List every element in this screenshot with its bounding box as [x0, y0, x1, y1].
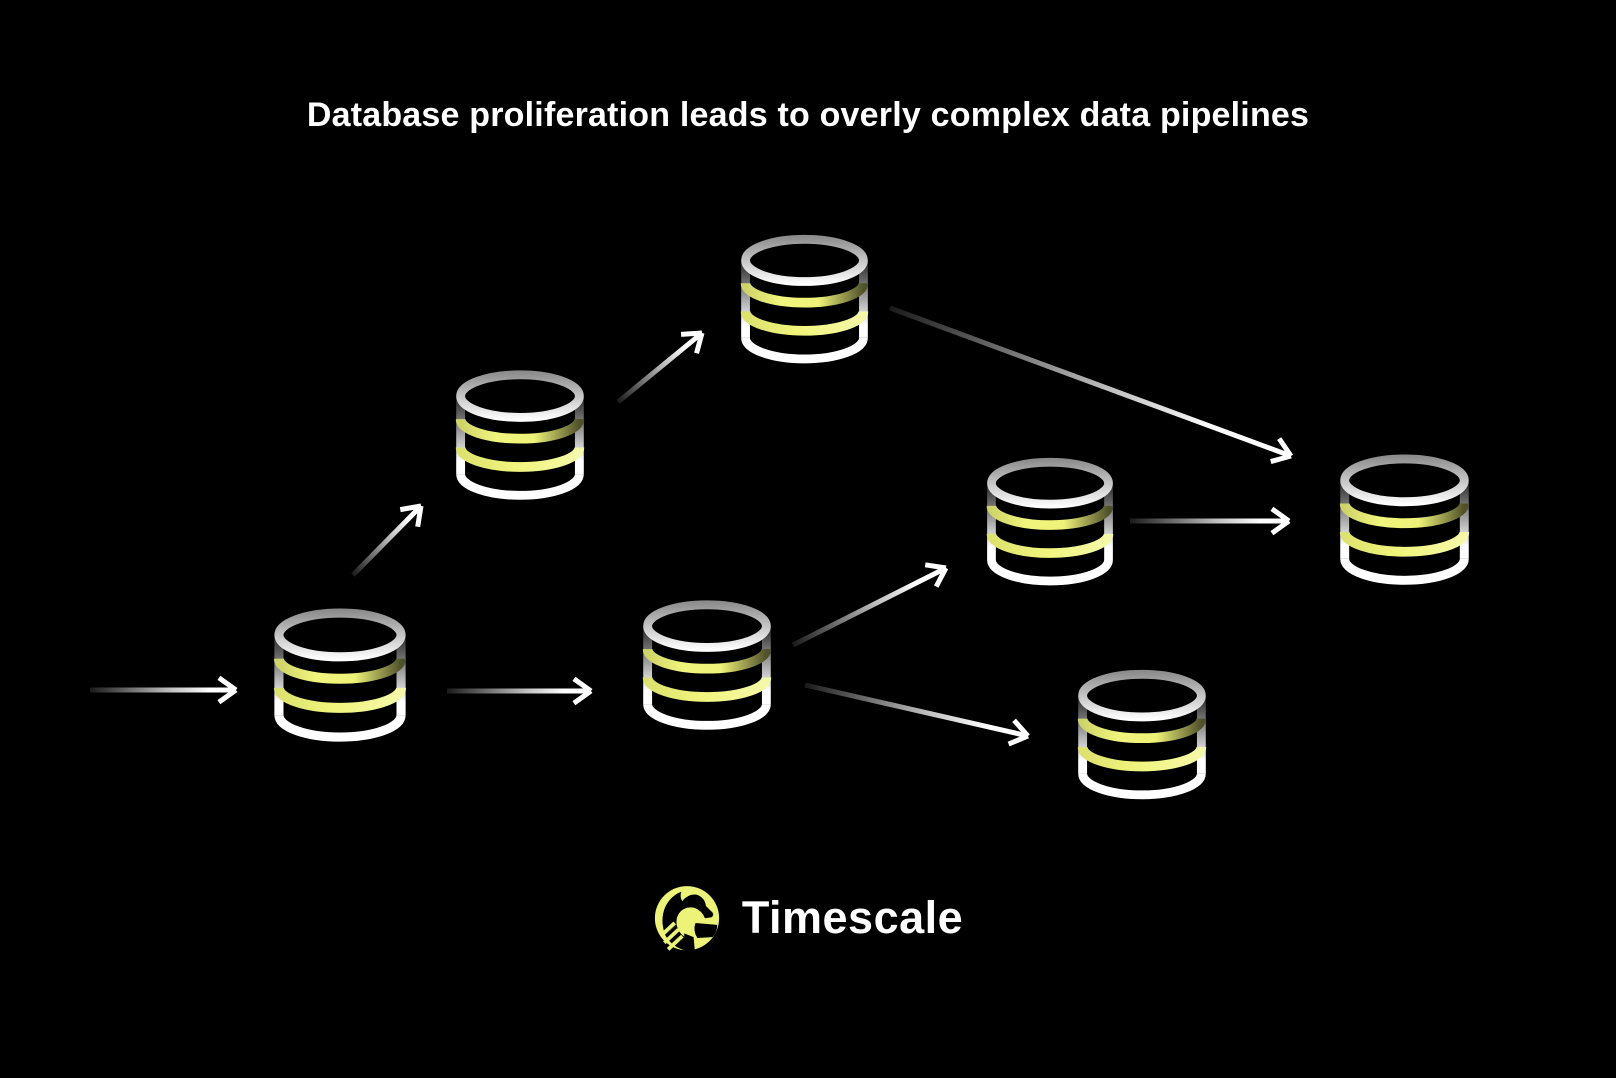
diagram-title: Database proliferation leads to overly c… — [306, 96, 1310, 134]
tiger-stripes — [660, 921, 684, 951]
flow-arrow — [791, 562, 949, 648]
database-icon — [991, 462, 1108, 581]
database-icon — [461, 375, 580, 495]
flow-arrow — [1130, 506, 1291, 536]
timescale-logo: Timescale — [0, 884, 1616, 959]
flow-arrow — [351, 503, 424, 577]
flow-arrow — [889, 305, 1294, 464]
arrows-layer — [90, 305, 1294, 747]
database-icon — [279, 613, 401, 737]
flow-arrow — [616, 330, 705, 404]
tiger-body-shape — [665, 924, 685, 951]
tiger-leg-shape — [683, 933, 696, 959]
tiger-mouth-shape — [694, 922, 718, 939]
flow-arrow — [90, 675, 238, 705]
flow-arrow — [804, 682, 1030, 747]
database-icon — [746, 239, 864, 359]
timescale-logo-icon — [654, 886, 719, 959]
timescale-logo-text: Timescale — [741, 891, 964, 943]
database-icon — [1345, 459, 1465, 580]
flow-arrow — [447, 676, 593, 706]
database-icon — [648, 605, 767, 725]
database-icon — [1083, 674, 1202, 794]
